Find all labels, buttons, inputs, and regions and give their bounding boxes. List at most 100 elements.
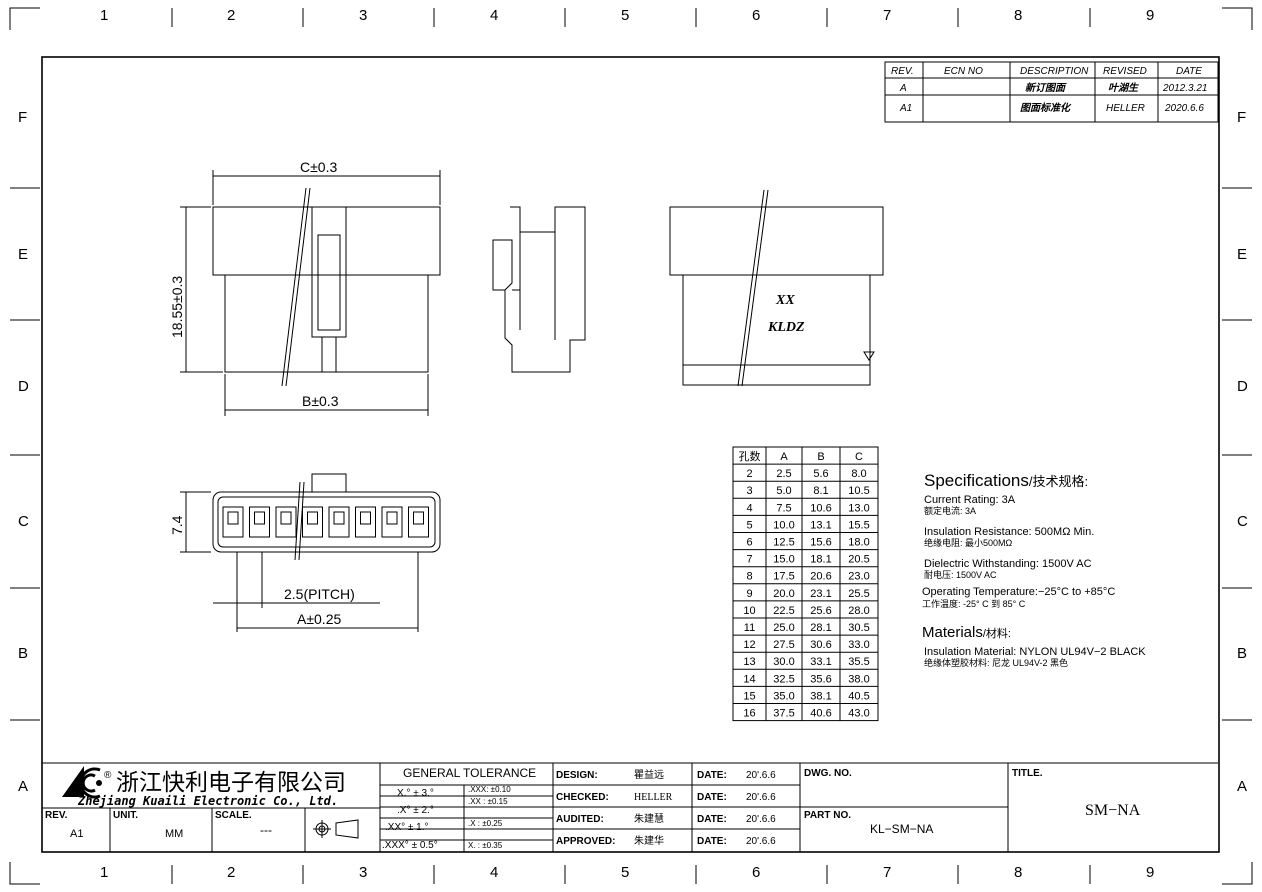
zone-column-label: 2 — [227, 864, 235, 881]
dim-table-cell: 33.1 — [810, 656, 831, 668]
signoff-date-label: DATE: — [697, 770, 727, 781]
dim-table-cell: 28.1 — [810, 622, 831, 634]
dim-table-cell: 20.6 — [810, 571, 831, 583]
tolerance-linear: .XX : ±0.15 — [468, 797, 508, 806]
dim-table-cell: 28.0 — [848, 605, 869, 617]
dim-table-cell: 37.5 — [773, 708, 794, 720]
terminal-contact — [386, 511, 398, 525]
title-label: TITLE. — [1012, 768, 1043, 779]
tolerance-linear: .XXX: ±0.10 — [468, 785, 511, 794]
material-line: 绝缘体塑胶材料: 尼龙 UL94V-2 黑色 — [924, 657, 1068, 668]
back-view: XX KLDZ — [669, 189, 884, 387]
dim-table-cell: 40.6 — [810, 708, 831, 720]
spec-line: 耐电压: 1500V AC — [924, 569, 997, 580]
zone-column-label: 6 — [752, 864, 760, 881]
signoff-name: 瞿益远 — [634, 768, 664, 781]
dim-table-cell: 32.5 — [773, 673, 794, 685]
dim-table-cell: 11 — [744, 622, 755, 634]
tolerance-angle: X.° ± 3.° — [397, 788, 434, 799]
dim-table-cell: 38.0 — [848, 673, 869, 685]
dimension-b: B±0.3 — [302, 393, 339, 409]
dim-table-cell: 23.0 — [848, 571, 869, 583]
dim-table-cell: 8.0 — [851, 468, 866, 480]
zone-column-label: 2 — [227, 7, 235, 24]
projection-symbol-icon — [313, 819, 359, 839]
spec-line: 工作温度: -25° C 到 85° C — [922, 598, 1026, 609]
dim-table-cell: 7.5 — [776, 502, 791, 514]
dimension-height: 18.55±0.3 — [169, 276, 185, 338]
terminal-contact — [254, 511, 265, 525]
registered-mark: ® — [104, 770, 112, 781]
bottom-view: 7.4 2.5(PITCH) A±0.25 — [169, 473, 441, 632]
signoff-label: CHECKED: — [556, 792, 609, 803]
dim-table-header: A — [780, 451, 788, 463]
terminal-contact — [413, 511, 424, 525]
signoff-label: APPROVED: — [556, 836, 615, 847]
zone-column-label: 5 — [621, 864, 629, 881]
materials-title-en: Materials — [922, 624, 983, 641]
terminal-contact — [307, 511, 318, 525]
terminal-contact — [280, 511, 292, 525]
revision-table: REV. ECN NO DESCRIPTION REVISED DATE A 新… — [884, 61, 1219, 123]
signoff-date-label: DATE: — [697, 792, 727, 803]
tolerance-angle: .XXX° ± 0.5° — [382, 840, 438, 851]
dim-table-cell: 15.0 — [773, 554, 794, 566]
date-cell: 2020.6.6 — [1164, 103, 1204, 114]
dim-table-cell: 23.1 — [810, 588, 831, 600]
dimension-a: A±0.25 — [297, 611, 341, 627]
unit-value: MM — [165, 828, 183, 840]
signoff-name: 朱建慧 — [634, 812, 664, 825]
drawing-title: SM−NA — [1085, 802, 1141, 819]
dim-table-cell: 38.1 — [810, 690, 831, 702]
zone-row-label: A — [18, 778, 28, 795]
marking-line2: KLDZ — [767, 320, 805, 335]
date-cell: 2012.3.21 — [1162, 83, 1208, 94]
dim-table-cell: 10.6 — [810, 502, 831, 514]
spec-line: 绝缘电阻: 最小500MΩ — [924, 537, 1013, 548]
dim-table-cell: 13.0 — [848, 502, 869, 514]
material-line: Insulation Material: NYLON UL94V−2 BLACK — [924, 646, 1146, 658]
rev-label: REV. — [45, 810, 68, 821]
zone-row-label: F — [18, 109, 27, 126]
zone-column-label: 4 — [490, 7, 498, 24]
dim-table-cell: 5.0 — [776, 485, 791, 497]
specs-title: Specifications/技术规格: — [924, 471, 1088, 490]
tolerance-angle: .XX° ± 1.° — [385, 822, 429, 833]
dim-table-cell: 25.5 — [848, 588, 869, 600]
zone-column-label: 1 — [100, 864, 108, 881]
spec-line: 额定电流: 3A — [924, 505, 976, 516]
zone-row-label: A — [1237, 778, 1247, 795]
dim-table-cell: 10 — [743, 605, 755, 617]
terminal-contact — [227, 511, 239, 525]
zone-column-label: 6 — [752, 7, 760, 24]
dim-table-cell: 33.0 — [848, 639, 869, 651]
terminal-slot — [381, 506, 403, 538]
dim-table-cell: 8.1 — [813, 485, 828, 497]
zone-column-label: 7 — [883, 7, 891, 24]
tolerance-linear: .X : ±0.25 — [468, 819, 503, 828]
front-view: C±0.3 18.55±0.3 B±0.3 — [169, 159, 441, 416]
materials-title-cn: /材料: — [983, 626, 1011, 640]
dim-table-cell: 6 — [746, 537, 752, 549]
terminal-slot — [408, 506, 429, 538]
dim-table-cell: 40.5 — [848, 690, 869, 702]
zone-row-label: D — [18, 378, 29, 395]
signoff-date-label: DATE: — [697, 836, 727, 847]
dim-table-cell: 14 — [743, 673, 755, 685]
rev-value: A1 — [70, 828, 83, 840]
dimension-c: C±0.3 — [300, 159, 337, 175]
unit-label: UNIT. — [113, 810, 138, 821]
description-cell: 图面标准化 — [1020, 102, 1072, 114]
dim-table-cell: 13.1 — [810, 519, 831, 531]
dwg-no-label: DWG. NO. — [804, 768, 852, 779]
description-cell: 新订图面 — [1025, 82, 1067, 94]
dim-table-header: B — [817, 451, 824, 463]
zone-row-label: B — [18, 645, 28, 662]
scale-label: SCALE. — [215, 810, 252, 821]
signoff-date: 20'.6.6 — [746, 770, 776, 781]
spec-line: Insulation Resistance: 500MΩ Min. — [924, 526, 1094, 538]
dim-table-cell: 15.6 — [810, 537, 831, 549]
dim-table-cell: 5 — [746, 519, 752, 531]
